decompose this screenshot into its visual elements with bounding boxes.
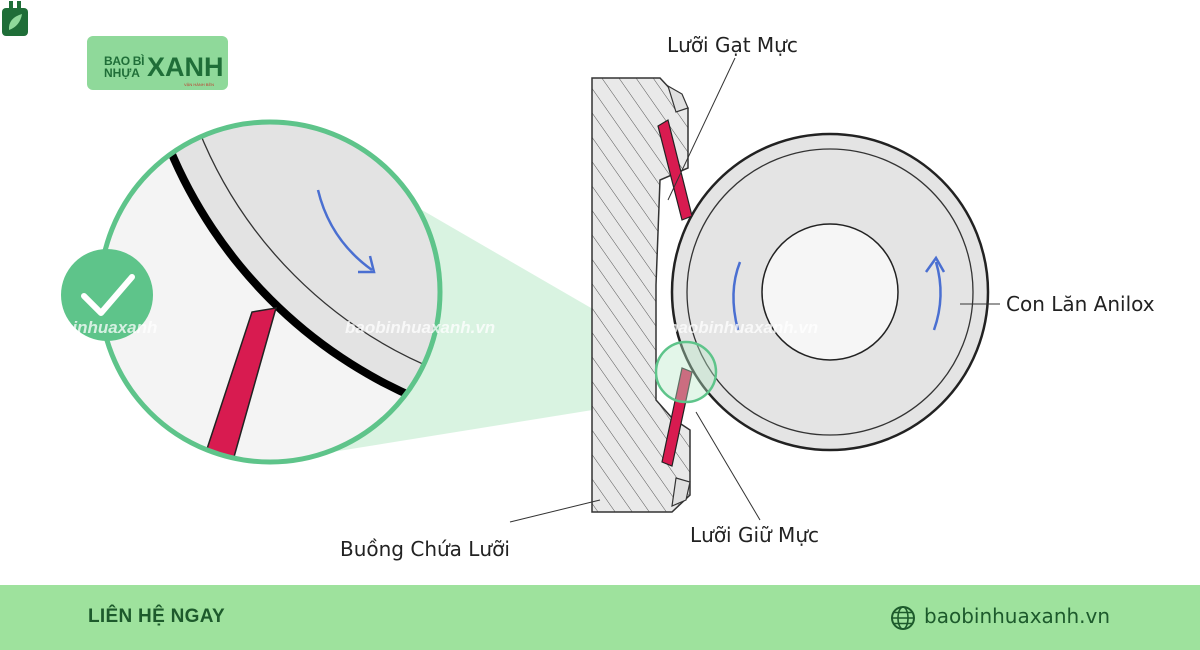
rotation-arrow-right-icon	[932, 261, 942, 331]
brand-line3: XANH	[147, 52, 224, 82]
footer-bar: LIÊN HỆ NGAY baobinhuaxanh.vn	[0, 585, 1200, 650]
label-blade-chamber: Buồng Chứa Lưỡi	[340, 537, 510, 561]
doctor-blade	[657, 119, 693, 221]
anilox-diagram	[61, 57, 1000, 523]
brand-logo[interactable]: BAO BÌ NHỰA XANH VẬN HÀNH BỀN	[87, 36, 228, 90]
recycle-bag-icon	[2, 1, 28, 36]
leader-chamber	[509, 499, 601, 523]
check-badge	[61, 249, 153, 341]
checkmark-icon	[81, 274, 135, 316]
arrow-right-head	[924, 255, 946, 273]
anilox-roller-ring	[686, 148, 974, 436]
leader-doctor-blade	[667, 57, 736, 201]
anilox-roller-core	[761, 223, 899, 361]
diagram-stage: binhuaxanh baobinhuaxanh.vn baobinhuaxan…	[2, 1, 1155, 561]
bottom-blade-holder	[671, 477, 691, 507]
watermark-left: binhuaxanh	[62, 318, 158, 337]
brand-line1: BAO BÌ	[104, 54, 145, 68]
top-blade-holder	[666, 84, 689, 113]
brand-tagline: VẬN HÀNH BỀN	[184, 82, 215, 87]
label-doctor-blade: Lưỡi Gạt Mực	[667, 33, 798, 57]
zoom-rotation-arrow-icon	[316, 189, 373, 272]
contact-now-link[interactable]: LIÊN HỆ NGAY	[88, 606, 225, 627]
label-anilox-roller: Con Lăn Anilox	[1006, 292, 1155, 316]
detail-highlight-circle	[654, 340, 718, 404]
rotation-arrow-left-icon	[732, 261, 742, 331]
brand-line2: NHỰA	[104, 66, 140, 80]
leader-containment	[695, 411, 761, 521]
website-link[interactable]: baobinhuaxanh.vn	[924, 604, 1111, 628]
watermark-right: baobinhuaxanh.vn	[668, 318, 819, 337]
zoom-arrow-head	[358, 255, 376, 274]
label-containment-blade: Lưỡi Giữ Mực	[690, 523, 819, 547]
globe-icon	[891, 606, 915, 630]
watermark-center: baobinhuaxanh.vn	[345, 318, 496, 337]
